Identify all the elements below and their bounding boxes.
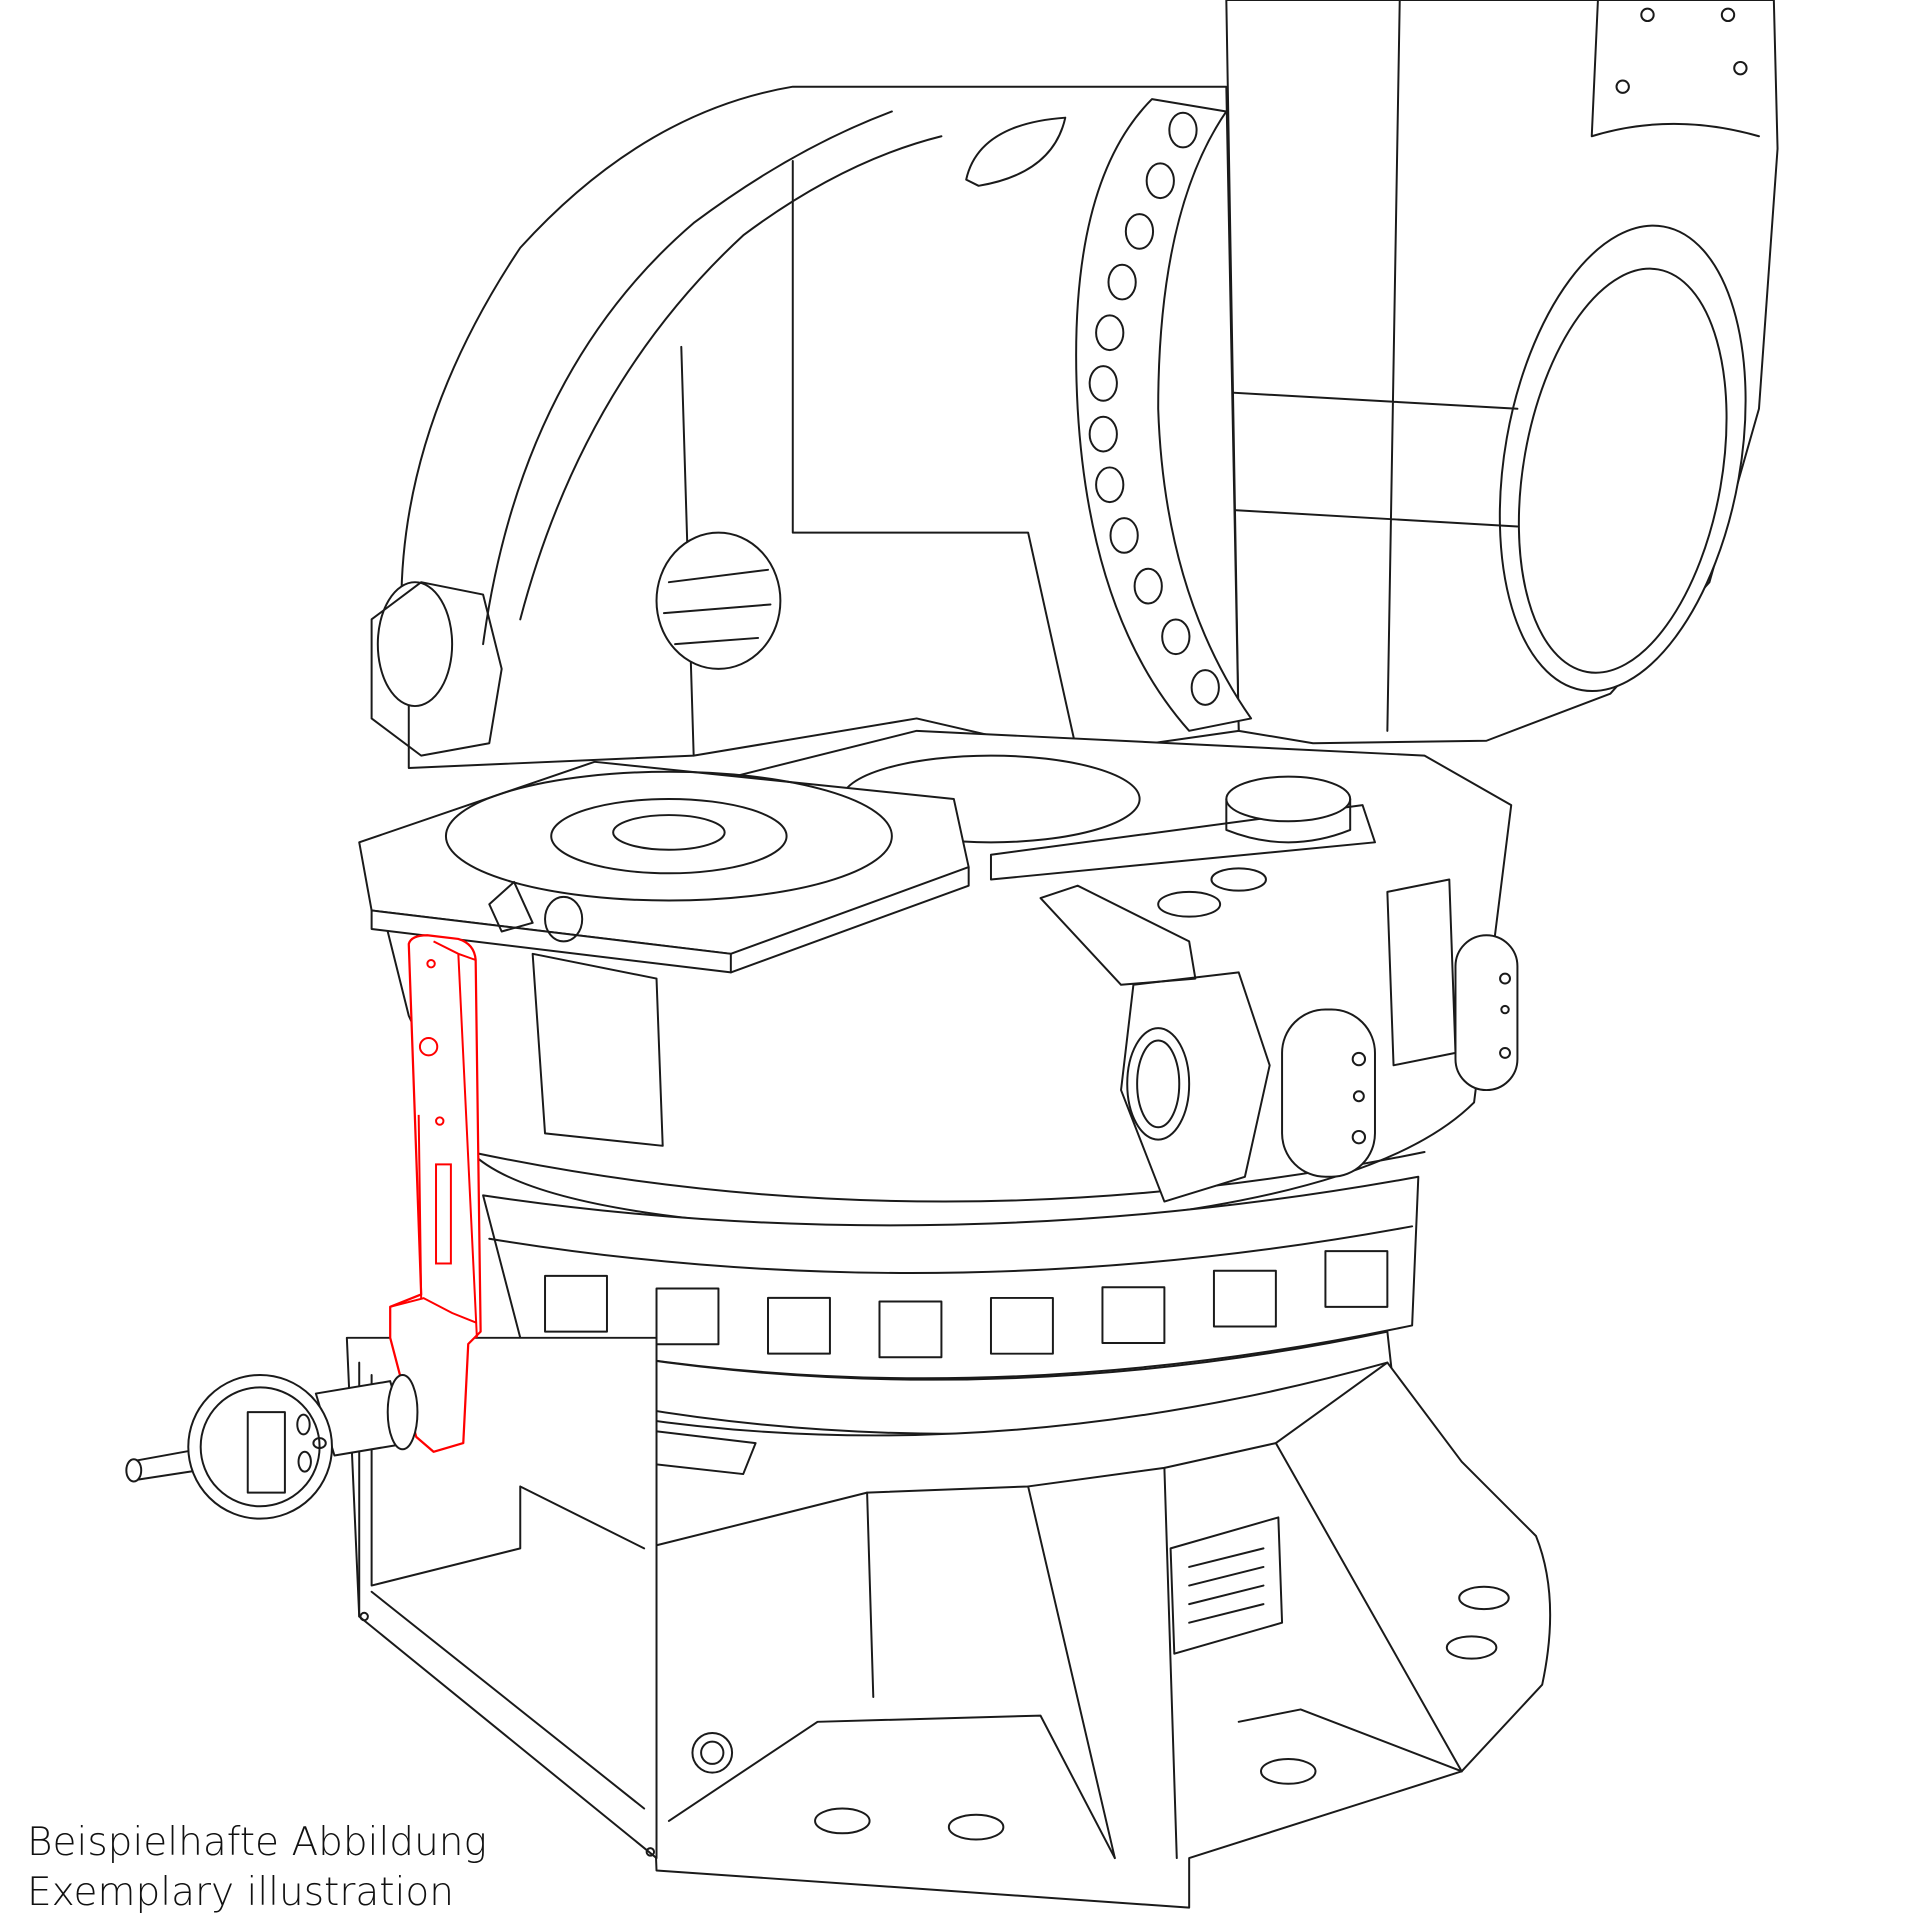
caption: Beispielhafte Abbildung Exemplary illust… (27, 1818, 487, 1918)
bolt-head (1145, 162, 1175, 200)
gear-segment (767, 1296, 831, 1355)
gear-segment (1324, 1250, 1389, 1308)
gear-ring (482, 1175, 1420, 1435)
bolt-head (1109, 517, 1139, 554)
bolt-head (1124, 213, 1155, 250)
flange-ring (1075, 98, 1253, 732)
upper-housing (370, 85, 1240, 769)
bolt-head (1088, 365, 1118, 402)
mounting-frame (345, 1336, 658, 1860)
gear-segment (1212, 1269, 1277, 1328)
bolt-head (1168, 111, 1198, 149)
bolt-head (1190, 669, 1220, 706)
gear-segment (989, 1296, 1054, 1355)
base-foot (494, 1361, 1552, 1909)
robot-arm (1188, 0, 1779, 745)
caption-english: Exemplary illustration (27, 1870, 454, 1915)
dial-gauge (125, 1373, 419, 1520)
gear-segment (878, 1300, 943, 1359)
top-adapter-plate (358, 760, 970, 974)
measuring-bracket-highlighted (389, 934, 482, 1453)
bolt-head (1088, 415, 1118, 453)
gear-segment (1101, 1286, 1166, 1344)
bolt-head (1095, 466, 1125, 504)
gear-segment (544, 1274, 608, 1333)
bolt-head (1161, 618, 1191, 656)
bolt-head (1107, 263, 1137, 301)
gear-segment (655, 1287, 720, 1346)
caption-german: Beispielhafte Abbildung (27, 1820, 487, 1865)
bolt-head (1133, 567, 1163, 605)
bolt-head (1095, 314, 1125, 352)
